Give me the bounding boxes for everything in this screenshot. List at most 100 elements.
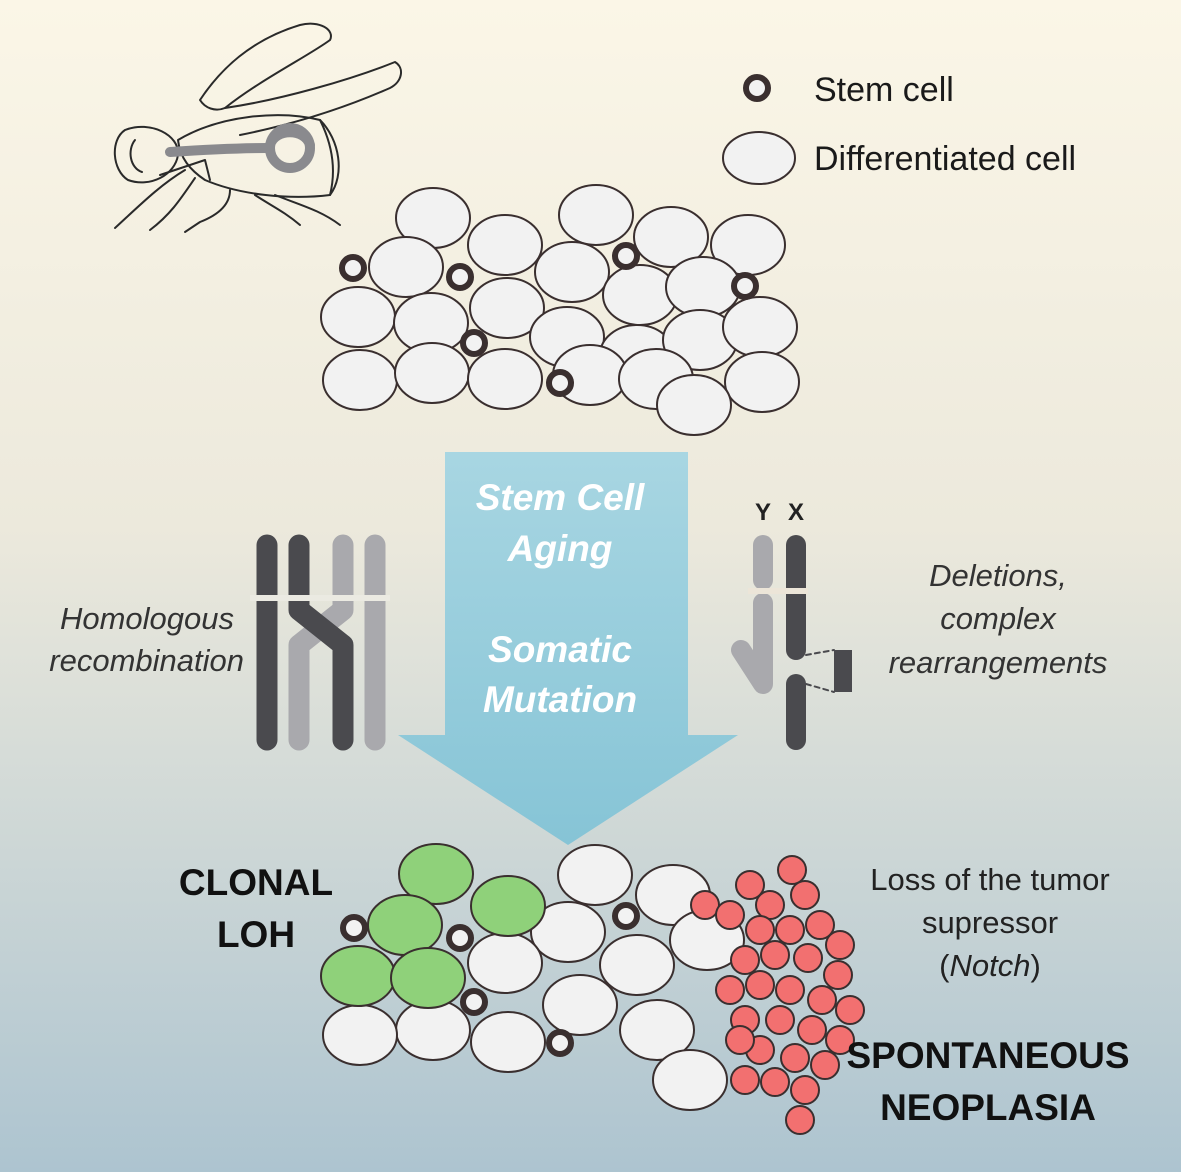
arrow-text-stem-cell: Stem Cell	[476, 477, 645, 518]
legend-differentiated-cell-label: Differentiated cell	[814, 140, 1076, 178]
differentiated-cell	[368, 236, 444, 298]
stem-cell	[546, 1029, 574, 1057]
stem-cell	[446, 924, 474, 952]
differentiated-cell	[322, 1004, 398, 1066]
differentiated-cell	[665, 256, 741, 318]
stem-cell	[546, 369, 574, 397]
homologous-label: Homologous	[60, 601, 234, 636]
supressor-label: supressor	[922, 905, 1058, 940]
tumor-cell	[690, 890, 720, 920]
tumor-cell	[823, 960, 853, 990]
tumor-cell	[790, 1075, 820, 1105]
clonal-label: CLONAL	[179, 862, 333, 903]
stem-cell	[612, 902, 640, 930]
differentiated-cell	[558, 184, 634, 246]
tumor-cell	[807, 985, 837, 1015]
tumor-cell	[715, 900, 745, 930]
tumor-cell	[805, 910, 835, 940]
differentiated-cell	[394, 342, 470, 404]
chromosome-label-y: Y	[755, 499, 771, 526]
arrow-text-aging: Aging	[507, 528, 613, 569]
tumor-cell	[785, 1105, 815, 1135]
tumor-cell	[745, 915, 775, 945]
differentiated-cell	[722, 296, 798, 358]
differentiated-cell	[724, 351, 800, 413]
notch-label: (Notch)	[939, 948, 1041, 983]
notch-open-paren: (	[939, 948, 950, 983]
clonal-cell	[320, 945, 396, 1007]
differentiated-cell	[619, 999, 695, 1061]
clonal-loh-label: CLONAL LOH	[179, 862, 333, 955]
differentiated-cell	[395, 999, 471, 1061]
recombination-label: recombination	[49, 643, 244, 678]
stem-cell	[339, 254, 367, 282]
neoplasia-label: SPONTANEOUS NEOPLASIA	[846, 1035, 1129, 1128]
differentiated-cell	[467, 214, 543, 276]
deletions-label: Deletions,	[929, 558, 1067, 593]
differentiated-cell	[469, 277, 545, 339]
differentiated-cell	[467, 348, 543, 410]
clonal-cell	[398, 843, 474, 905]
tumor-cell	[735, 870, 765, 900]
loh-label: LOH	[217, 914, 295, 955]
tumor-cell	[825, 1025, 855, 1055]
differentiated-cell	[542, 974, 618, 1036]
tumor-cell	[775, 915, 805, 945]
stem-cell	[731, 272, 759, 300]
recombination-chromosomes	[250, 534, 390, 751]
arrow-text: Stem Cell Aging Somatic Mutation	[476, 477, 645, 720]
differentiated-cell	[602, 264, 678, 326]
tumor-cell	[715, 975, 745, 1005]
differentiated-cell	[652, 1049, 728, 1111]
notch-close-paren: )	[1030, 948, 1040, 983]
differentiated-cell	[530, 901, 606, 963]
notch-gene: Notch	[950, 948, 1031, 983]
tumor-cell	[775, 975, 805, 1005]
tumor-cell	[755, 890, 785, 920]
legend-stem-cell-label: Stem cell	[814, 71, 954, 109]
tumor-cell	[745, 970, 775, 1000]
tumor-cell	[797, 1015, 827, 1045]
differentiated-cell	[599, 934, 675, 996]
loss-of-tumor-label: Loss of the tumor	[870, 862, 1110, 897]
differentiated-cell	[557, 844, 633, 906]
differentiated-cell	[633, 206, 709, 268]
complex-label: complex	[940, 601, 1057, 636]
differentiated-cell	[656, 374, 732, 436]
right-mechanism-label: Deletions, complex rearrangements	[889, 558, 1108, 680]
tumor-cluster	[690, 855, 865, 1135]
stem-cell	[460, 988, 488, 1016]
tumor-cell	[730, 945, 760, 975]
tumor-cell	[810, 1050, 840, 1080]
clonal-cell	[390, 947, 466, 1009]
aged-tissue	[320, 843, 745, 1111]
tumor-cell	[835, 995, 865, 1025]
differentiated-cell	[470, 1011, 546, 1073]
rearrangements-label: rearrangements	[889, 645, 1108, 680]
arrow-text-mutation: Mutation	[483, 679, 637, 720]
clonal-cell	[470, 875, 546, 937]
tumor-cell	[777, 855, 807, 885]
legend-stem-cell-icon	[743, 74, 771, 102]
legend-differentiated-cell-icon	[722, 131, 796, 185]
differentiated-cell	[467, 932, 543, 994]
left-mechanism-label: Homologous recombination	[49, 601, 244, 678]
tumor-cell	[725, 1025, 755, 1055]
tumor-cell	[765, 1005, 795, 1035]
tumor-cell	[780, 1043, 810, 1073]
chromosome-label-x: X	[788, 499, 804, 526]
tumor-cell	[760, 940, 790, 970]
tumor-suppressor-note: Loss of the tumor supressor (Notch)	[870, 862, 1110, 983]
stem-cell	[340, 914, 368, 942]
sex-chromosomes	[731, 535, 852, 750]
stem-cell	[446, 263, 474, 291]
spontaneous-label: SPONTANEOUS	[846, 1035, 1129, 1076]
differentiated-cell	[322, 349, 398, 411]
gut-icon	[165, 123, 315, 173]
differentiated-cell	[534, 241, 610, 303]
tumor-cell	[790, 880, 820, 910]
differentiated-cell	[320, 286, 396, 348]
aging-arrow	[398, 452, 738, 845]
